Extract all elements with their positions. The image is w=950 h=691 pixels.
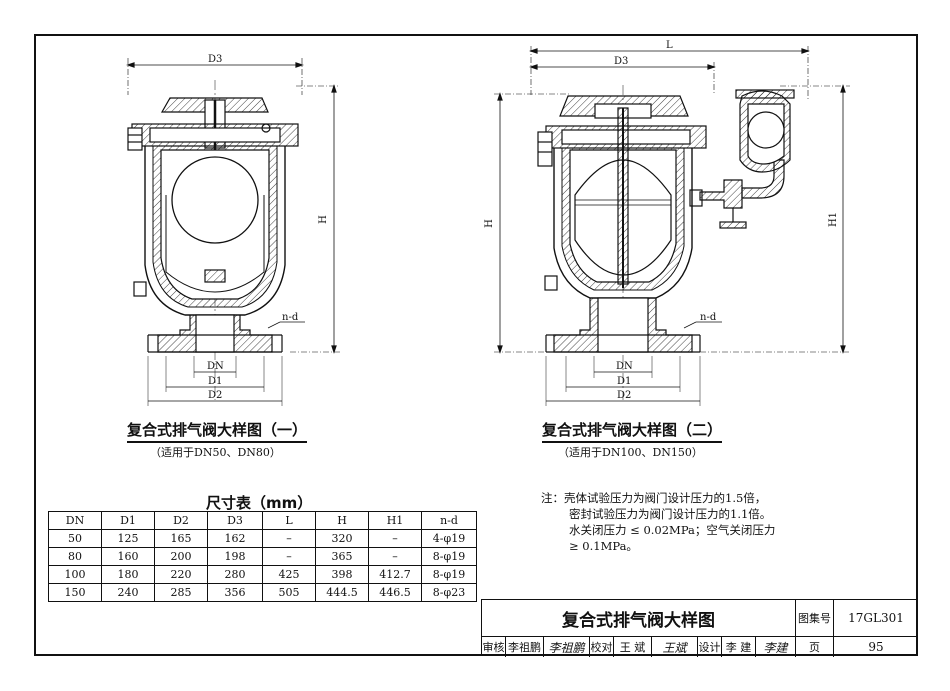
figure-one-caption: 复合式排气阀大样图（一） <box>127 419 308 443</box>
reviewer-signature: 李祖鹏 <box>544 637 590 657</box>
table-cell: 162 <box>207 529 263 548</box>
table-cell: 150 <box>48 583 102 602</box>
title-block: 复合式排气阀大样图 图集号 17GL301 审核 李祖鹏 李祖鹏 校对 王 斌 … <box>481 599 918 657</box>
table-cell: 200 <box>154 547 208 566</box>
table-header-row: DN D1 D2 D3 L H H1 n-d <box>48 511 477 530</box>
fig1-h-label: H <box>317 215 329 224</box>
table-cell: – <box>262 529 316 548</box>
table-cell: 198 <box>207 547 263 566</box>
table-cell: 285 <box>154 583 208 602</box>
atlas-number: 17GL301 <box>834 600 918 637</box>
valve-figure-two <box>494 46 850 406</box>
table-cell: 8-φ19 <box>421 547 477 566</box>
table-cell: – <box>368 547 422 566</box>
table-header: D2 <box>154 511 208 530</box>
note-line: 密封试验压力为阀门设计压力的1.1倍。 <box>569 507 772 521</box>
fig2-h-label: H <box>483 219 495 228</box>
valve-figure-one <box>126 58 340 406</box>
fig2-d2-label: D2 <box>617 390 632 401</box>
figure-two-subcaption: （适用于DN100、DN150） <box>558 446 703 459</box>
checker-name: 王 斌 <box>614 637 652 657</box>
table-cell: 444.5 <box>315 583 369 602</box>
checker-signature: 王斌 <box>652 637 698 657</box>
note-line: 注：壳体试验压力为阀门设计压力的1.5倍， <box>541 491 767 505</box>
note-line: 水关闭压力 ≤ 0.02MPa；空气关闭压力 <box>569 523 776 537</box>
dimension-table-title: 尺寸表（mm） <box>206 494 313 512</box>
table-row: 80 160 200 198 – 365 – 8-φ19 <box>48 547 477 566</box>
note-line: ≥ 0.1MPa。 <box>569 539 638 553</box>
fig2-d1-label: D1 <box>617 376 632 387</box>
table-cell: 446.5 <box>368 583 422 602</box>
table-cell: – <box>262 547 316 566</box>
figure-two-caption: 复合式排气阀大样图（二） <box>542 419 723 443</box>
table-cell: 320 <box>315 529 369 548</box>
designer-name: 李 建 <box>722 637 756 657</box>
table-cell: 80 <box>48 547 102 566</box>
fig1-d1-label: D1 <box>208 376 223 387</box>
fig1-d2-label: D2 <box>208 390 223 401</box>
table-cell: 220 <box>154 565 208 584</box>
table-row: 100 180 220 280 425 398 412.7 8-φ19 <box>48 565 477 584</box>
reviewer-name: 李祖鹏 <box>506 637 544 657</box>
table-cell: 100 <box>48 565 102 584</box>
table-header: D1 <box>101 511 155 530</box>
fig2-h1-label: H1 <box>828 211 840 228</box>
table-cell: 8-φ23 <box>421 583 477 602</box>
table-header: n-d <box>421 511 477 530</box>
table-header: H <box>315 511 369 530</box>
table-cell: – <box>368 529 422 548</box>
drawing-frame <box>34 34 918 656</box>
table-cell: 365 <box>315 547 369 566</box>
table-header: H1 <box>368 511 422 530</box>
table-row: 150 240 285 356 505 444.5 446.5 8-φ23 <box>48 583 477 602</box>
table-cell: 505 <box>262 583 316 602</box>
drawing-title: 复合式排气阀大样图 <box>482 600 796 637</box>
table-cell: 412.7 <box>368 565 422 584</box>
designer-signature: 李建 <box>756 637 796 657</box>
notes-block: 注：壳体试验压力为阀门设计压力的1.5倍， 密封试验压力为阀门设计压力的1.1倍… <box>541 490 775 554</box>
fig2-l-label: L <box>666 40 673 51</box>
table-header: L <box>262 511 316 530</box>
table-header: D3 <box>207 511 263 530</box>
page-label: 页 <box>796 637 834 657</box>
figure-one-subcaption: （适用于DN50、DN80） <box>150 446 281 459</box>
review-label: 审核 <box>482 637 506 657</box>
table-cell: 180 <box>101 565 155 584</box>
fig2-dn-label: DN <box>616 361 633 372</box>
table-cell: 425 <box>262 565 316 584</box>
check-label: 校对 <box>590 637 614 657</box>
table-cell: 280 <box>207 565 263 584</box>
design-label: 设计 <box>698 637 722 657</box>
fig2-d3-label: D3 <box>614 56 629 67</box>
dimension-table: DN D1 D2 D3 L H H1 n-d 50 125 165 162 – … <box>48 511 477 602</box>
table-cell: 8-φ19 <box>421 565 477 584</box>
fig2-nd-label: n-d <box>700 312 717 323</box>
fig1-nd-label: n-d <box>282 312 299 323</box>
table-header: DN <box>48 511 102 530</box>
table-cell: 50 <box>48 529 102 548</box>
table-cell: 4-φ19 <box>421 529 477 548</box>
table-row: 50 125 165 162 – 320 – 4-φ19 <box>48 529 477 548</box>
table-cell: 356 <box>207 583 263 602</box>
table-cell: 125 <box>101 529 155 548</box>
fig1-dn-label: DN <box>207 361 224 372</box>
fig1-d3-label: D3 <box>208 54 223 65</box>
table-cell: 398 <box>315 565 369 584</box>
table-cell: 165 <box>154 529 208 548</box>
page-number: 95 <box>868 640 884 654</box>
atlas-label: 图集号 <box>796 600 834 637</box>
table-cell: 240 <box>101 583 155 602</box>
table-cell: 160 <box>101 547 155 566</box>
